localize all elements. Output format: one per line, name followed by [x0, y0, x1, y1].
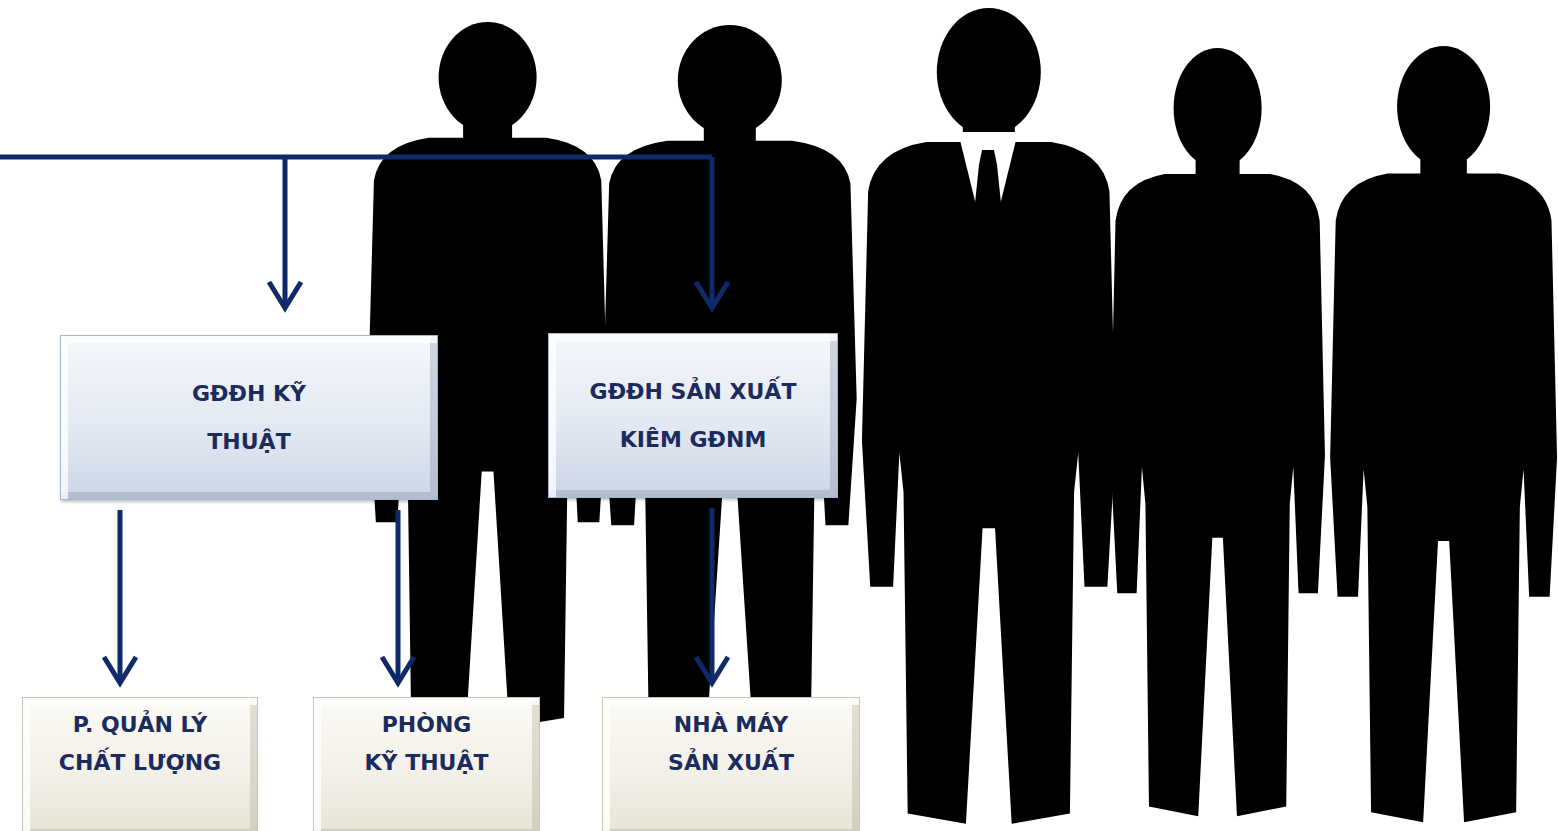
arrow-head	[104, 657, 136, 683]
department-box: P. QUẢN LÝ CHẤT LƯỢNG	[22, 697, 258, 831]
man-silhouette	[862, 8, 1116, 824]
man-silhouette	[603, 25, 857, 730]
arrow-line	[710, 508, 715, 683]
arrow-head	[696, 282, 728, 308]
arrow-head	[696, 657, 728, 683]
man-silhouette	[1110, 48, 1325, 816]
arrow-line	[118, 510, 123, 683]
department-box: NHÀ MÁY SẢN XUẤT	[602, 697, 860, 831]
box-label: NHÀ MÁY SẢN XUẤT	[661, 706, 801, 782]
reporting-arrow	[382, 510, 414, 683]
necktie	[973, 150, 1003, 238]
box-label: GĐĐH SẢN XUẤT KIÊM GĐNM	[573, 368, 813, 464]
manager-box: GĐĐH KỸ THUẬT	[60, 335, 438, 500]
arrow-head	[269, 282, 301, 308]
top-feed-line	[0, 157, 712, 308]
department-box: PHÒNG KỸ THUẬT	[313, 697, 540, 831]
man-silhouette	[368, 22, 607, 727]
manager-box: GĐĐH SẢN XUẤT KIÊM GĐNM	[548, 333, 838, 498]
box-label: GĐĐH KỸ THUẬT	[186, 370, 313, 466]
man-silhouette	[1330, 46, 1557, 822]
reporting-arrow	[696, 508, 728, 683]
box-label: P. QUẢN LÝ CHẤT LƯỢNG	[50, 706, 230, 782]
arrow-line	[396, 510, 401, 683]
box-label: PHÒNG KỸ THUẬT	[363, 706, 490, 782]
arrow-head	[382, 657, 414, 683]
reporting-arrow	[104, 510, 136, 683]
